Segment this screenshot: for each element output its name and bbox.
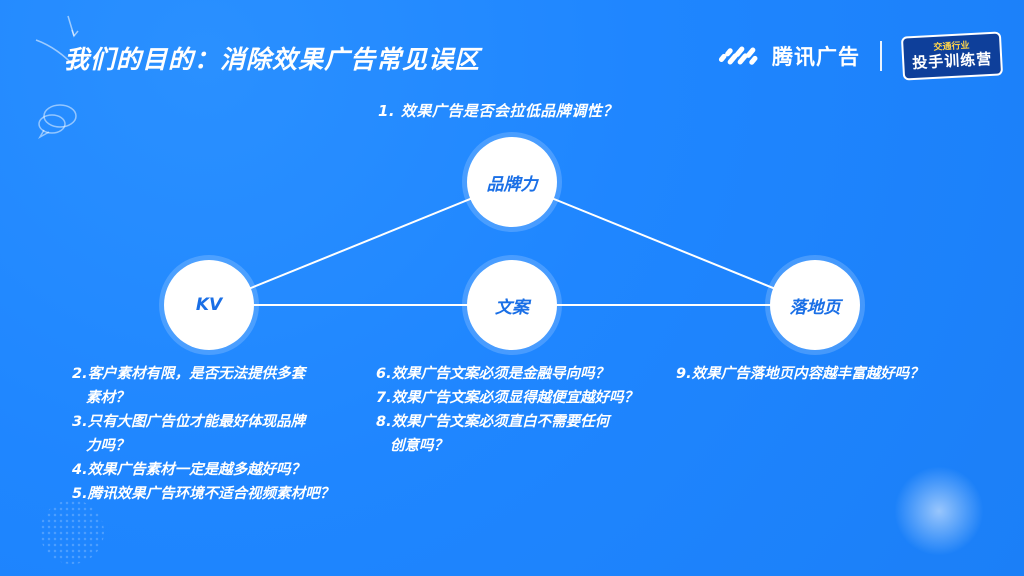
list-item: 创意吗？ bbox=[376, 434, 638, 458]
kv-question-list: 2.客户素材有限，是否无法提供多套 素材？ 3.只有大图广告位才能最好体现品牌 … bbox=[72, 362, 334, 506]
list-item: 2.客户素材有限，是否无法提供多套 bbox=[72, 362, 334, 386]
list-item: 力吗？ bbox=[72, 434, 334, 458]
node-landing-page: 落地页 bbox=[770, 260, 860, 350]
list-item: 6.效果广告文案必须是金融导向吗？ bbox=[376, 362, 638, 386]
connector-brand-kv bbox=[209, 182, 512, 305]
connector-brand-landing bbox=[512, 182, 815, 305]
list-item: 9.效果广告落地页内容越丰富越好吗？ bbox=[676, 362, 924, 386]
landing-question-list: 9.效果广告落地页内容越丰富越好吗？ bbox=[676, 362, 924, 386]
node-copywriting: 文案 bbox=[467, 260, 557, 350]
list-item: 5.腾讯效果广告环境不适合视频素材吧？ bbox=[72, 482, 334, 506]
copy-question-list: 6.效果广告文案必须是金融导向吗？ 7.效果广告文案必须显得越便宜越好吗？ 8.… bbox=[376, 362, 638, 458]
list-item: 7.效果广告文案必须显得越便宜越好吗？ bbox=[376, 386, 638, 410]
list-item: 3.只有大图广告位才能最好体现品牌 bbox=[72, 410, 334, 434]
list-item: 8.效果广告文案必须直白不需要任何 bbox=[376, 410, 638, 434]
list-item: 素材？ bbox=[72, 386, 334, 410]
node-kv: KV bbox=[164, 260, 254, 350]
list-item: 4.效果广告素材一定是越多越好吗？ bbox=[72, 458, 334, 482]
node-brand-power: 品牌力 bbox=[467, 137, 557, 227]
